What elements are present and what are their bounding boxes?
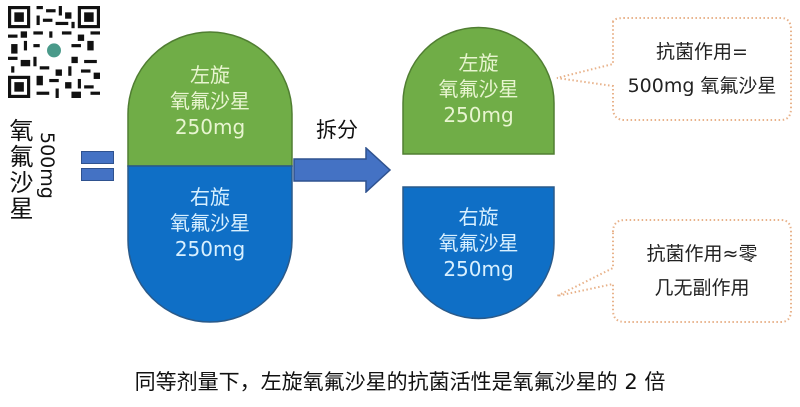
callout-dextro-text: 抗菌作用≈零 几无副作用 — [646, 243, 758, 299]
capsule-top-label: 左旋 氧氟沙星 250mg — [170, 63, 250, 139]
capsule — [127, 31, 293, 323]
levo-half — [402, 26, 555, 155]
split-label: 拆分 — [316, 118, 358, 142]
total-drug-dose: 500mg — [36, 132, 58, 199]
dextro-half-label: 右旋 氧氟沙星 250mg — [438, 205, 519, 281]
caption: 同等剂量下，左旋氧氟沙星的抗菌活性是氧氟沙星的 2 倍 — [134, 370, 666, 394]
callout-levo-text: 抗菌作用= 500mg 氧氟沙星 — [627, 41, 777, 97]
callout-dextro — [556, 219, 792, 323]
qr-code-icon — [8, 6, 100, 98]
capsule-bottom-label: 右旋 氧氟沙星 250mg — [170, 185, 250, 261]
levo-half-label: 左旋 氧氟沙星 250mg — [438, 51, 519, 127]
total-drug-name: 氧氟沙星 — [5, 118, 33, 222]
dextro-half — [402, 186, 555, 320]
callout-levo — [556, 17, 792, 121]
right-arrow-icon — [293, 147, 392, 193]
